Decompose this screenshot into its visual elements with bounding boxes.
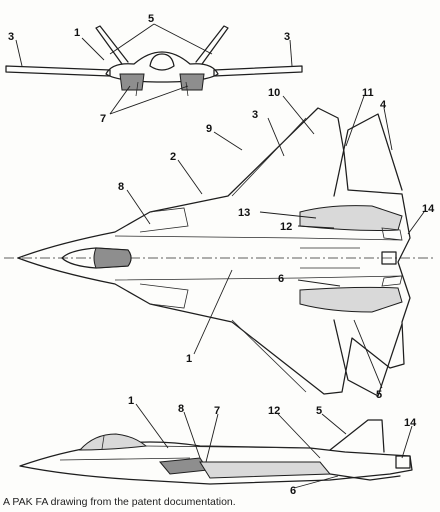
plan-view-nozzle-lower [381,275,403,287]
plan-view-fuselage-line-lower [114,275,403,281]
plan-view-levcon-lower [139,283,189,309]
front-view-fuselage [105,51,219,83]
front-view [5,25,303,97]
side-view-panel-line [59,445,311,461]
plan-view-wing-edge-lower [231,319,307,393]
label-plan-11: 11 [362,87,374,99]
side-view-stabilizer [329,473,401,481]
side-view-canopy-frame [101,435,105,450]
side-view-intake [159,457,209,475]
label-front-5: 5 [148,13,154,25]
label-plan-14: 14 [422,203,435,215]
plan-view-stabilizer-upper [333,113,403,197]
plan-view-panel-line-1 [300,247,360,269]
label-plan-1: 1 [186,353,192,365]
side-view-tail-fin [329,419,385,453]
plan-view-nozzle-center [381,251,397,265]
label-plan-8: 8 [118,181,124,193]
plan-view-stabilizer-lower [333,319,403,397]
leader-lines [15,23,425,489]
label-plan-5: 5 [376,389,382,401]
side-view [19,419,413,485]
label-side-8: 8 [178,403,184,415]
label-plan-2: 2 [170,151,176,163]
side-view-nozzle [395,455,411,469]
plan-view-nacelle-lower [299,286,403,313]
front-view-tail-left [95,25,129,65]
label-side-1: 1 [128,395,134,407]
plan-view-nozzle-upper [381,227,403,241]
label-plan-3: 3 [252,109,258,121]
label-plan-12: 12 [280,221,292,233]
plan-view-wing-edge-upper [231,117,307,197]
side-view-canopy [78,433,148,451]
label-front-7: 7 [100,113,106,125]
callout-labels: 5 1 3 3 7 10 11 4 3 9 2 8 14 13 12 6 1 5… [8,13,435,497]
plan-view-levcon-upper [139,207,189,233]
front-view-canopy [149,53,175,71]
figure-caption: A PAK FA drawing from the patent documen… [3,496,236,508]
label-side-7: 7 [214,405,220,417]
front-view-intake-left [119,73,145,91]
plan-view-fuselage-line-upper [114,235,403,241]
front-view-intake-right [179,73,205,91]
plan-view-canopy-frame [93,247,132,269]
label-side-14: 14 [404,417,417,429]
plan-view [4,107,436,397]
label-plan-13: 13 [238,207,250,219]
label-plan-10: 10 [268,87,280,99]
front-view-tail-right [195,25,229,65]
side-view-belly [199,461,332,479]
label-front-3-left: 3 [8,31,14,43]
label-side-5: 5 [316,405,322,417]
label-plan-6: 6 [278,273,284,285]
label-front-3-right: 3 [284,31,290,43]
label-front-1: 1 [74,27,80,39]
front-view-gear-left [135,81,189,97]
plan-view-outline [17,107,411,395]
label-plan-4: 4 [380,99,387,111]
label-plan-9: 9 [206,123,212,135]
front-view-wing-right [213,65,303,77]
front-view-wing-left [5,65,111,77]
label-side-12: 12 [268,405,280,417]
label-side-6: 6 [290,485,296,497]
